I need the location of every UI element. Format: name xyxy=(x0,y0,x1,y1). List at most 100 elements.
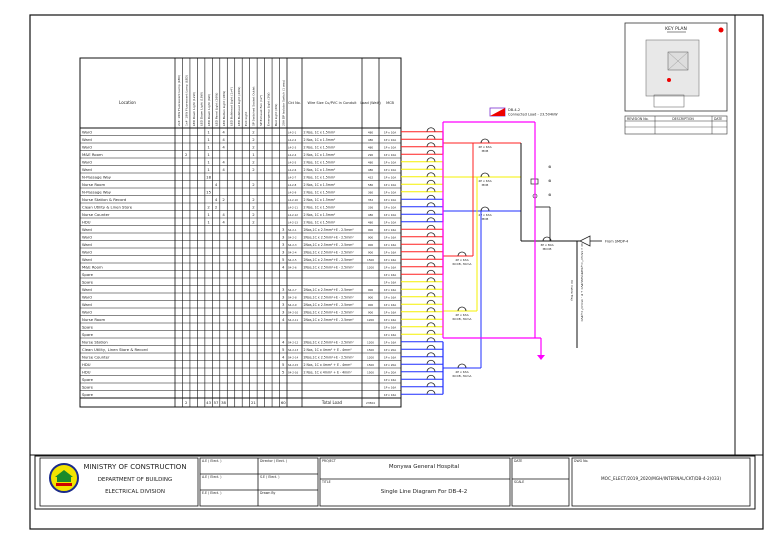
mcb-breaker-icon xyxy=(426,209,436,215)
location-cell: Clean Utility, Linen Store & Record xyxy=(82,347,148,352)
wire-size-cell: 2Nos,1C x 2.5mm²+E - 2.5mm² xyxy=(304,228,355,232)
location-cell: Ward xyxy=(82,159,92,164)
indicator-lamp-icon: ⊗ xyxy=(548,164,551,169)
sheet-border xyxy=(29,14,764,530)
mcb-breaker-icon xyxy=(426,142,436,147)
ckt-no-cell: S4-2-9 xyxy=(288,303,297,307)
mcb-cell: 1P x 16A xyxy=(384,258,396,262)
mcb-cell: 1P x 20A xyxy=(384,370,396,374)
mcb-breaker-icon xyxy=(426,329,436,335)
fixture-count-cell: 4 xyxy=(222,129,225,134)
mcb-breaker-icon xyxy=(426,382,436,387)
wire-size-cell: 2Nos,1C x 2.5mm²+E - 2.5mm² xyxy=(304,303,355,307)
rccb-sublabel: RCCB, 30mA xyxy=(453,317,473,321)
location-cell: Spare xyxy=(82,272,94,277)
mcb-cell: 1P x 10A xyxy=(384,145,396,149)
location-cell: Nurse Room xyxy=(82,182,105,187)
rccb-label: 2P x 63A xyxy=(455,370,469,374)
fixture-header: SP Exhaust Fan (12") xyxy=(259,95,263,126)
location-cell: HDU xyxy=(82,219,91,224)
location-cell: M&E Room xyxy=(82,152,103,157)
mcb-breaker-icon xyxy=(426,247,436,252)
mcb-breaker-icon xyxy=(426,262,436,267)
location-cell: N-Passage Way xyxy=(82,189,112,194)
mcb-breaker-icon xyxy=(426,164,436,170)
wire-size-cell: 2 Nos, 1C x 1.5mm² xyxy=(304,205,337,209)
sign-label-director: Director ( Elect. ) xyxy=(260,459,287,463)
mcb-cell: 1P x 16A xyxy=(384,250,396,254)
mcb-breaker-icon xyxy=(426,194,436,200)
mcb-label: 2P x 63A xyxy=(478,179,492,183)
fixture-count-cell: 3 xyxy=(282,294,285,299)
fixture-count-cell: 2 xyxy=(185,152,188,157)
fixture-header: Emergency Light (3W) xyxy=(267,92,271,126)
mcb-breaker-icon xyxy=(426,232,436,237)
load-cell: 900 xyxy=(368,250,374,254)
load-cell: 480 xyxy=(368,220,374,224)
total-count-cell: 57 xyxy=(214,400,219,405)
fixture-header: Bed Light (6W) xyxy=(274,104,278,126)
fixture-count-cell: 1 xyxy=(207,137,210,142)
mcb-breaker-icon xyxy=(426,149,436,155)
mcb-breaker-icon xyxy=(426,172,436,177)
ckt-no-cell: S4-2-5 xyxy=(288,258,297,262)
fixture-count-cell: 2 xyxy=(252,137,255,142)
mcb-breaker-icon xyxy=(426,202,436,207)
mcb-cell: 1P x 20A xyxy=(384,363,396,367)
project-label: PROJECT xyxy=(322,459,336,463)
mcb-cell: 1P x 16A xyxy=(384,340,396,344)
revision-table: REVISION No. DESCRIPTION DATE xyxy=(624,115,728,135)
wire-size-cell: 2 Nos, 1C x 4mm² + E - 4mm² xyxy=(304,370,353,374)
ckt-no-cell: L4-2-11 xyxy=(288,205,298,209)
mcb-cell: 1P x 10A xyxy=(384,160,396,164)
mcb-sublabel: MCB xyxy=(482,183,489,187)
fixture-header: LED Batten Light (18W) xyxy=(222,91,226,126)
load-cell: 900 xyxy=(368,295,374,299)
mcb-cell: 1P x 16A xyxy=(384,378,396,382)
load-cell: 900 xyxy=(368,235,374,239)
ckt-no-cell: S4-2-11 xyxy=(288,318,298,322)
date-header: DATE xyxy=(714,117,722,121)
mcb-cell: 1P x 10A xyxy=(384,190,396,194)
load-cell: 1500 xyxy=(367,348,374,352)
fixture-header: 2x4' 18W Fluorescent Lamp (LED) xyxy=(177,75,181,126)
mcb-breaker-icon xyxy=(426,157,436,162)
fixture-header: LED Down Light (12W) xyxy=(192,92,196,126)
mcb-breaker-icon xyxy=(426,254,436,260)
location-cell: Ward xyxy=(82,302,92,307)
earth-icon xyxy=(537,355,545,360)
mcb-label: 2P x 63A xyxy=(478,145,492,149)
ckt-no-cell: S4-2-15 xyxy=(288,363,298,367)
mcb-cell: 1P x 10A xyxy=(384,220,396,224)
mcb-cell: 1P x 10A xyxy=(384,175,396,179)
wire-size-cell: 2Nos,1C x 2.5mm²+E - 2.5mm² xyxy=(304,288,355,292)
load-cell: 1200 xyxy=(367,355,374,359)
mcb-cell: 1P x 16A xyxy=(384,235,396,239)
date-label: DATE xyxy=(514,459,522,463)
fixture-count-cell: 5 xyxy=(282,257,285,262)
fixture-count-cell: 3 xyxy=(282,234,285,239)
fixture-count-cell: 5 xyxy=(282,347,285,352)
mcb-breaker-icon xyxy=(426,217,436,222)
mcb-cell: 1P x 16A xyxy=(384,355,396,359)
fixture-count-cell: 1 xyxy=(207,212,210,217)
fixture-header: Exit Light xyxy=(244,111,248,126)
fixture-count-cell: 1 xyxy=(207,129,210,134)
fixture-count-cell: 18 xyxy=(206,174,211,179)
ckt-no-cell: S4-2-12 xyxy=(288,340,298,344)
location-cell: Nurse Room xyxy=(82,317,105,322)
rccb-icon xyxy=(457,306,467,312)
wire-size-cell: 2Nos,1C x 2.5mm²+E - 2.5mm² xyxy=(304,235,355,239)
ckt-no-cell: L4-2-7 xyxy=(288,175,297,179)
